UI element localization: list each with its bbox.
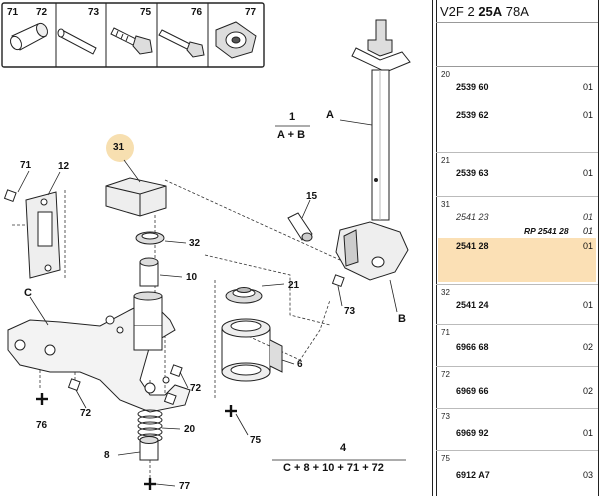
label-c: C [24, 287, 32, 299]
label-a-plus-b: A + B [277, 129, 306, 141]
callout-31-badge [106, 134, 134, 162]
diagram-canvas [1, 2, 411, 490]
label-73: 73 [344, 306, 356, 317]
part-ref[interactable]: 2539 60 [456, 82, 489, 92]
bracket-6 [221, 318, 283, 382]
part-ref[interactable]: 2539 63 [456, 168, 489, 178]
toolbox-label-75: 75 [140, 7, 152, 18]
replacement-ref: RP 2541 28 [524, 226, 569, 236]
header-suffix: 78A [505, 4, 529, 19]
cylinder-icon [9, 22, 49, 51]
label-b: B [398, 313, 406, 325]
label-31: 31 [113, 142, 125, 153]
part-qty: 01 [583, 428, 594, 438]
panel-divider [432, 0, 433, 496]
toolbox-label-72: 72 [36, 7, 48, 18]
long-bolt-icon [158, 29, 205, 58]
row-separator [436, 152, 598, 153]
highlighted-row-background [438, 238, 596, 282]
part-ref[interactable]: 6969 66 [456, 386, 489, 396]
group-number: 21 [441, 156, 450, 165]
part-qty: 01 [583, 241, 594, 251]
group-number: 71 [441, 328, 450, 337]
panel-header: V2F 2 25A 78A [440, 4, 529, 19]
part-qty: 01 [583, 212, 594, 222]
label-20: 20 [184, 424, 196, 435]
seat-31 [105, 177, 167, 217]
header-code: 25A [478, 4, 503, 19]
group-number: 75 [441, 454, 450, 463]
ring-32 [135, 231, 165, 245]
housing-c [7, 291, 191, 413]
group-number: 20 [441, 70, 450, 79]
part-qty: 02 [583, 342, 594, 352]
leader-lines [17, 119, 406, 487]
label-75: 75 [250, 435, 262, 446]
part-ref[interactable]: 6969 92 [456, 428, 489, 438]
label-32: 32 [189, 238, 201, 249]
part-ref[interactable]: 6966 68 [456, 342, 489, 352]
group-number: 32 [441, 288, 450, 297]
row-separator [436, 196, 598, 197]
part-ref-selected[interactable]: 2541 28 [456, 241, 489, 251]
selector-shaft-a [335, 19, 411, 281]
label-21: 21 [288, 280, 300, 291]
bushing-10 [139, 257, 159, 287]
part-qty: 01 [583, 168, 594, 178]
label-12: 12 [58, 161, 70, 172]
part-qty: 01 [583, 82, 594, 92]
label-6: 6 [297, 359, 303, 370]
label-assembly-sum: C + 8 + 10 + 71 + 72 [283, 462, 384, 474]
bushing-8 [139, 436, 159, 461]
pin-icon [57, 28, 97, 55]
group-number: 31 [441, 200, 450, 209]
label-77: 77 [179, 481, 191, 492]
part-qty: 02 [583, 386, 594, 396]
bolt-markers [36, 393, 237, 490]
label-8: 8 [104, 450, 110, 461]
header-rule [436, 22, 598, 23]
header-model: V2F 2 [440, 4, 475, 19]
bolt-icon [110, 27, 153, 55]
part-ref-superseded[interactable]: 2541 23 [456, 212, 489, 222]
label-71: 71 [20, 160, 32, 171]
part-qty: 01 [583, 110, 594, 120]
part-qty-replacement: 01 [583, 226, 594, 236]
label-72-left: 72 [80, 408, 92, 419]
ring-21 [225, 287, 263, 304]
label-15: 15 [306, 191, 318, 202]
part-ref[interactable]: 2541 24 [456, 300, 489, 310]
toolbox-strip [1, 2, 265, 68]
label-76: 76 [36, 420, 48, 431]
panel-divider-inner [436, 0, 437, 496]
part-ref[interactable]: 2539 62 [456, 110, 489, 120]
toolbox-label-77: 77 [245, 7, 257, 18]
group-number: 73 [441, 412, 450, 421]
label-4: 4 [340, 442, 347, 454]
reference-markers [3, 189, 345, 406]
row-separator [436, 408, 598, 409]
part-qty: 01 [583, 300, 594, 310]
row-separator [436, 450, 598, 451]
exploded-parts-diagram: 71 72 73 75 76 77 1 A + B A B 15 31 71 1… [1, 2, 411, 492]
label-10: 10 [186, 272, 198, 283]
toolbox-label-76: 76 [191, 7, 203, 18]
row-separator [436, 366, 598, 367]
row-separator [436, 284, 598, 285]
row-separator [436, 324, 598, 325]
header-rule-bottom [436, 66, 598, 67]
panel-right-edge [598, 0, 599, 496]
nut-icon [215, 21, 257, 59]
label-72-right: 72 [190, 383, 202, 394]
part-ref[interactable]: 6912 A7 [456, 470, 490, 480]
toolbox-label-71: 71 [7, 7, 19, 18]
plate-12 [25, 191, 61, 279]
pin-15 [287, 212, 313, 242]
label-1: 1 [289, 111, 296, 123]
part-qty: 03 [583, 470, 594, 480]
group-number: 72 [441, 370, 450, 379]
label-a: A [326, 109, 334, 121]
toolbox-label-73: 73 [88, 7, 100, 18]
